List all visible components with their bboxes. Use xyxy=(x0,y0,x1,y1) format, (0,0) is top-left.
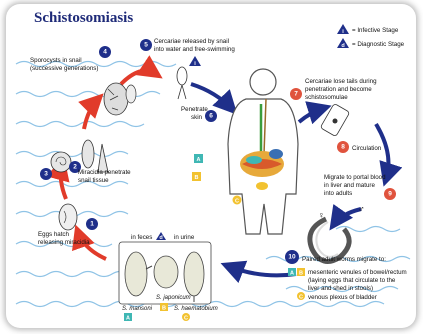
egg-s-japonicum xyxy=(154,256,178,288)
human-body-illustration xyxy=(228,69,298,234)
svg-text:1: 1 xyxy=(90,221,94,228)
step-2-label-2: snail tissue xyxy=(78,177,109,184)
egg-s-haematobium xyxy=(184,252,204,296)
step-6-label: Penetrate xyxy=(181,106,208,113)
step-10-label: Paired adult worms migrate to: xyxy=(302,256,386,263)
svg-text:5: 5 xyxy=(144,42,148,49)
svg-text:venous plexus of bladder: venous plexus of bladder xyxy=(308,294,377,301)
step-9-label-3: into adults xyxy=(324,190,352,197)
in-feces-label: in feces xyxy=(131,234,152,241)
legend-diagnostic-label: = Diagnostic Stage xyxy=(352,41,405,48)
step-6-label-2: skin xyxy=(191,114,203,121)
lifecycle-diagram: i = Infective Stage d = Diagnostic Stage xyxy=(6,4,416,328)
diagram-frame: Schistosomiasis xyxy=(6,4,416,328)
step-7-label: Cercariae lose tails during xyxy=(305,78,377,85)
svg-text:d: d xyxy=(341,43,344,49)
svg-text:8: 8 xyxy=(341,144,345,151)
schistosomulum-illustration xyxy=(320,103,350,136)
svg-text:6: 6 xyxy=(209,113,213,120)
svg-text:4: 4 xyxy=(103,49,107,56)
step-8-label: Circulation xyxy=(352,145,382,152)
s-japonicum-label: S. japonicum xyxy=(156,295,191,301)
svg-text:A: A xyxy=(126,316,130,322)
svg-text:C: C xyxy=(299,295,303,301)
egg-s-mansoni xyxy=(125,252,147,296)
step-7-label-3: schistosomulae xyxy=(305,94,348,101)
female-symbol: ♀ xyxy=(318,210,325,220)
svg-text:2: 2 xyxy=(73,164,77,171)
svg-text:7: 7 xyxy=(294,91,298,98)
step-5-label-2: into water and free-swimming xyxy=(154,46,235,53)
legend: i = Infective Stage d = Diagnostic Stage xyxy=(337,24,405,49)
step-7-label-2: penetration and become xyxy=(305,86,372,93)
svg-text:A: A xyxy=(197,157,201,163)
step-1-label-2: releasing miracidia xyxy=(38,239,90,246)
step-1-label: Eggs hatch xyxy=(38,231,70,238)
svg-text:(laying eggs that circulate to: (laying eggs that circulate to the xyxy=(308,277,396,284)
svg-text:B: B xyxy=(299,271,303,277)
svg-text:C: C xyxy=(235,199,239,205)
step-9-label: Migrate to portal blood xyxy=(324,174,386,181)
step-4-label-2: (successive generations) xyxy=(30,65,98,72)
cercaria-illustration xyxy=(177,67,187,99)
svg-text:mesenteric venules of bowel/re: mesenteric venules of bowel/rectum xyxy=(308,269,407,276)
svg-text:10: 10 xyxy=(288,254,296,261)
step-2-label: Miracidia penetrate xyxy=(78,169,131,176)
s-haematobium-label: S. haematobium xyxy=(174,306,218,312)
s-mansoni-label: S. mansoni xyxy=(122,306,153,312)
in-urine-label: in urine xyxy=(174,234,195,241)
step-4-label: Sporocysts in snail xyxy=(30,57,82,64)
svg-text:d: d xyxy=(159,235,162,241)
legend-infective-label: = Infective Stage xyxy=(352,27,399,34)
step-5-label: Cercariae released by snail xyxy=(154,38,229,45)
step-9-label-2: in liver and mature xyxy=(324,182,375,189)
miracidium-illustration xyxy=(59,204,77,230)
svg-text:3: 3 xyxy=(44,171,48,178)
svg-text:liver and shed in stools): liver and shed in stools) xyxy=(308,285,373,292)
migration-detail: A B mesenteric venules of bowel/rectum (… xyxy=(288,268,407,301)
svg-text:9: 9 xyxy=(388,191,392,198)
svg-text:A: A xyxy=(290,271,294,277)
sporocyst-illustration xyxy=(104,83,136,115)
svg-text:B: B xyxy=(162,306,166,312)
svg-text:B: B xyxy=(195,175,199,181)
male-symbol: ♂ xyxy=(358,204,365,214)
svg-text:C: C xyxy=(184,316,188,322)
